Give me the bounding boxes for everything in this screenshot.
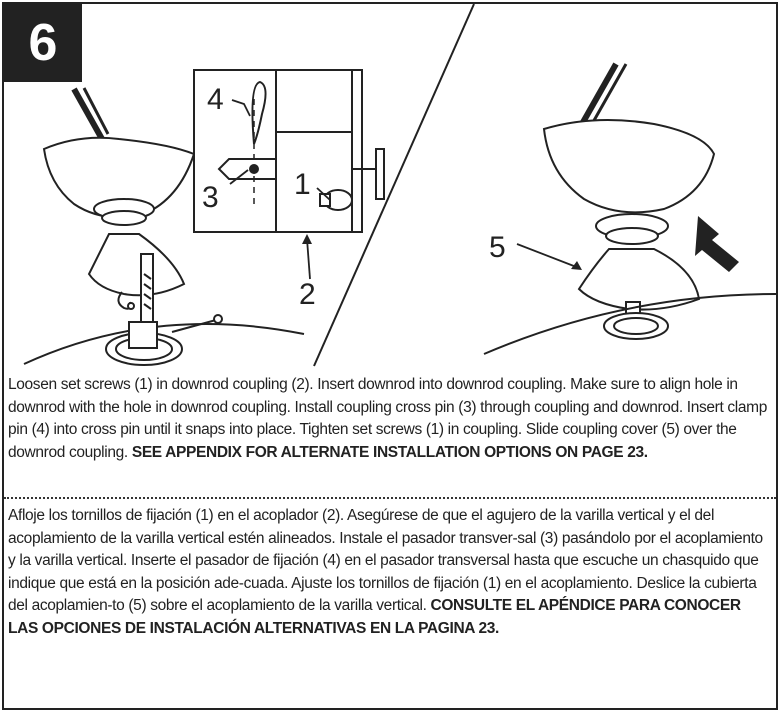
step-number-badge: 6 — [4, 4, 82, 82]
callout-5: 5 — [489, 231, 506, 264]
instructions-spanish-body: Afloje los tornillos de fijación (1) en … — [8, 507, 763, 614]
callout-2: 2 — [299, 278, 316, 311]
arrowhead-2 — [302, 234, 312, 244]
left-fan-assembly — [23, 87, 305, 366]
instructions-spanish: Afloje los tornillos de fijación (1) en … — [8, 505, 772, 640]
callout-leaders — [229, 99, 580, 280]
instructions-spanish-emphasis: CONSULTE EL APÉNDICE PARA CONOCER LAS OP… — [8, 597, 741, 637]
instructions-english-emphasis: SEE APPENDIX FOR ALTERNATE INSTALLATION … — [131, 443, 648, 461]
scene-divider — [313, 4, 475, 367]
language-divider — [4, 497, 776, 499]
callout-1: 1 — [294, 168, 311, 201]
downward-arrow-icon — [695, 216, 739, 272]
arrowhead-5 — [571, 261, 582, 270]
callout-4: 4 — [207, 83, 224, 116]
detail-inset — [193, 69, 385, 233]
instructions-english: Loosen set screws (1) in downrod couplin… — [8, 374, 772, 464]
instructions-english-body: Loosen set screws (1) in downrod couplin… — [8, 376, 767, 461]
right-fan-assembly — [483, 62, 776, 355]
installation-illustration: 4 3 1 2 5 — [23, 4, 776, 367]
callout-3: 3 — [202, 181, 219, 214]
